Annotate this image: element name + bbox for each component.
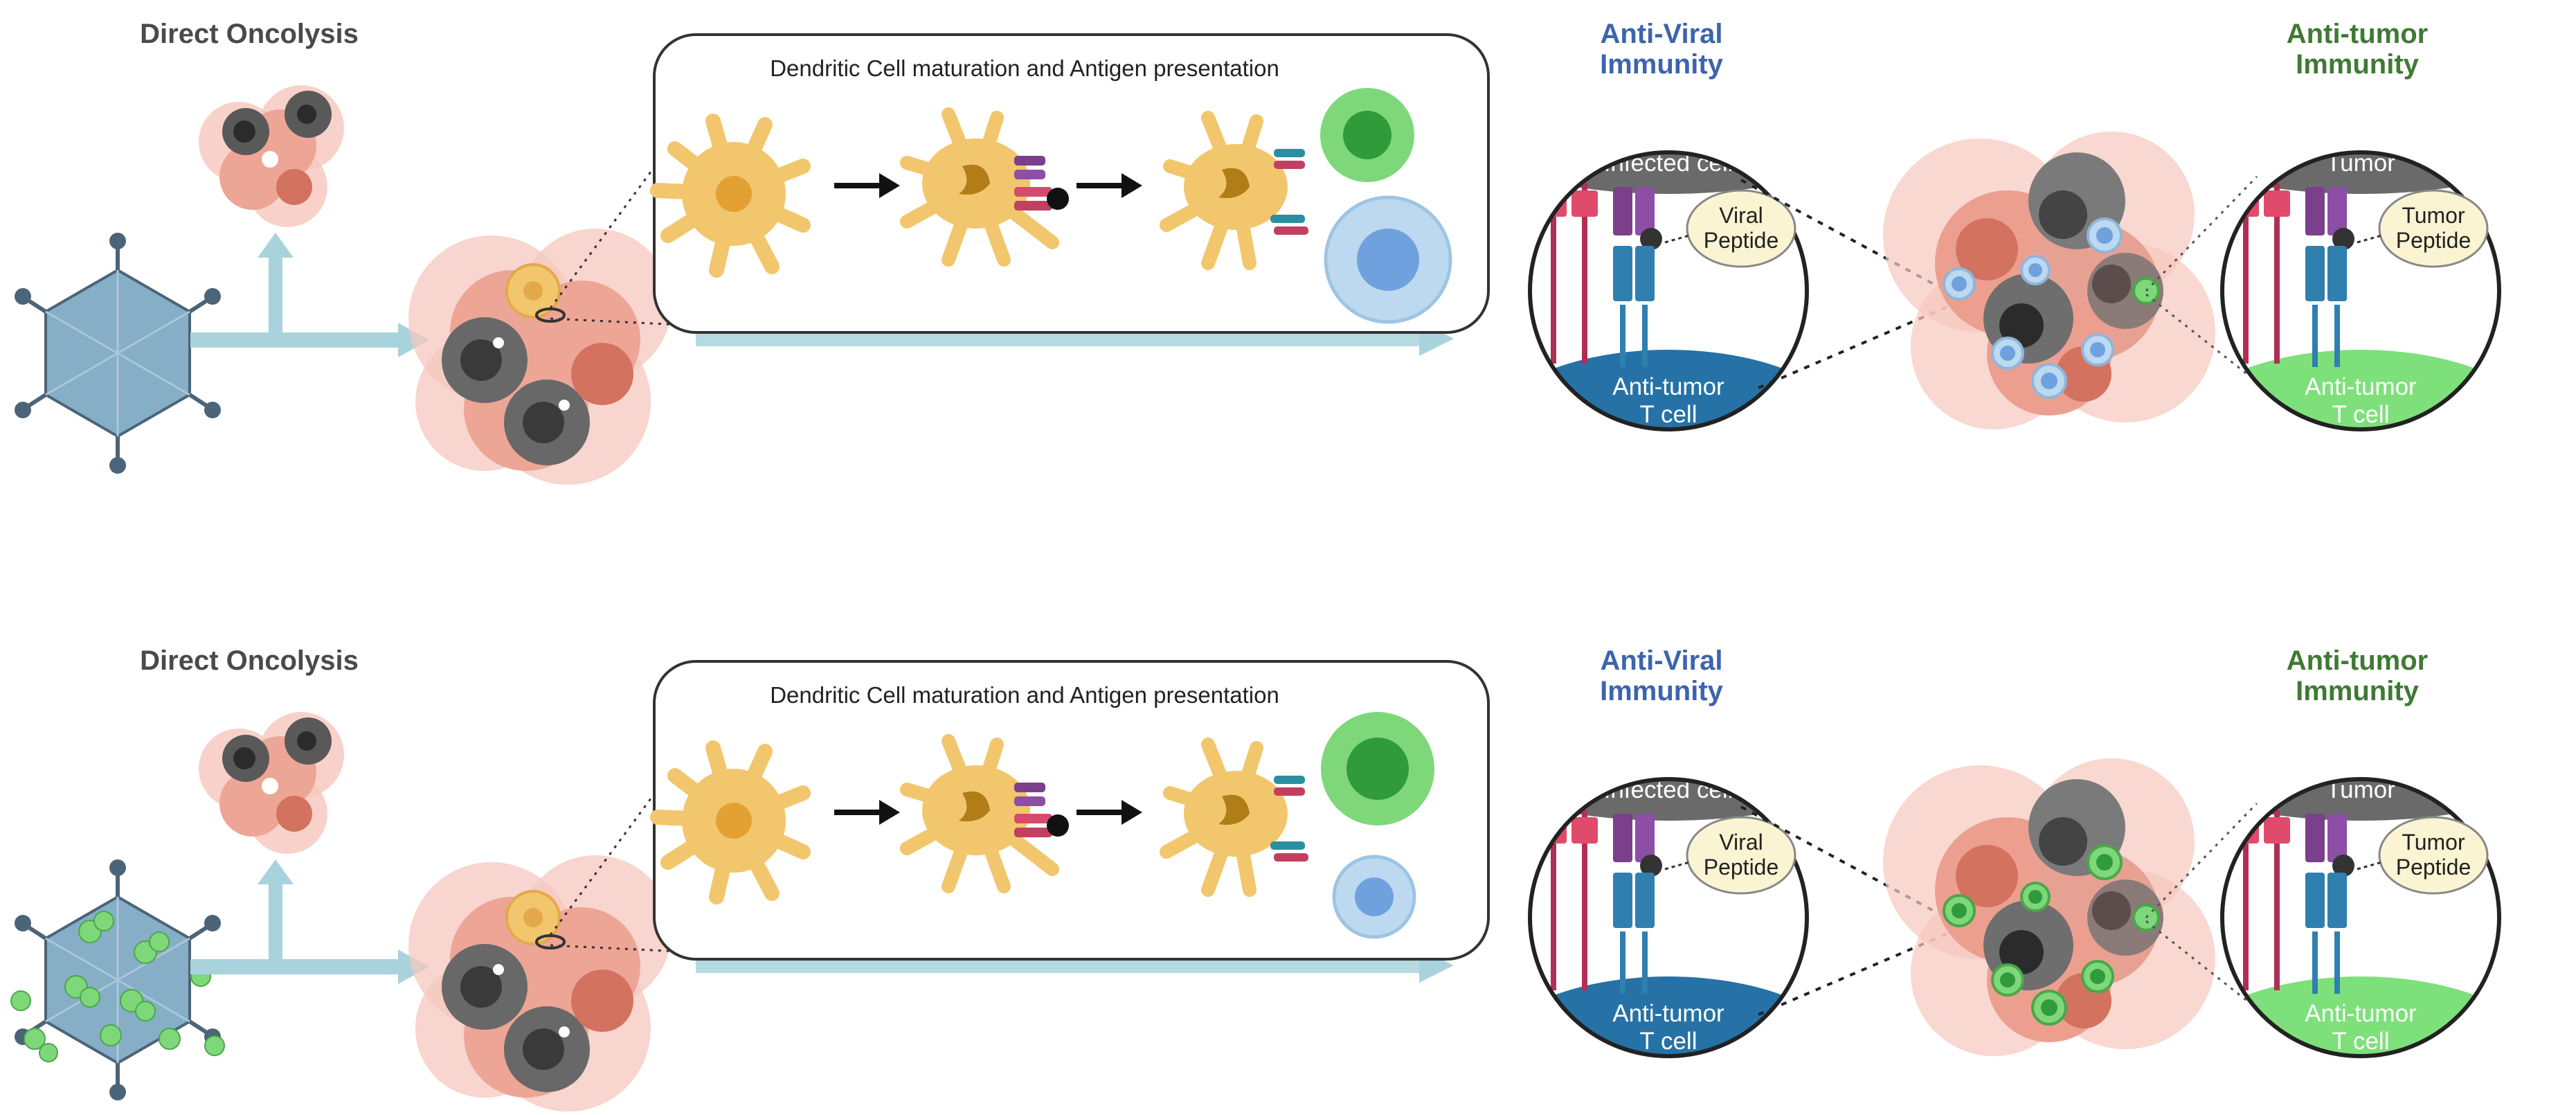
panel-2: Direct Oncolysis [10,645,2501,1112]
tumor-cell-cluster-icon [199,85,344,227]
tumor-peptide-bubble [2378,189,2489,268]
maturation-arrow [834,800,900,825]
dendritic-cell-icon [650,740,811,904]
infection-arrow [190,949,429,984]
zoom-lines [2145,802,2278,1026]
t-cell-icon [1321,712,1434,826]
virus-capsid-icon [10,859,225,1100]
tumor-cell-cluster-icon [408,855,672,1112]
t-cell-icon [1320,88,1414,182]
tumor-peptide-bubble [2378,816,2489,895]
maturation-arrow [834,173,900,198]
zoom-lines [2145,175,2278,400]
oncolysis-arrow [258,859,294,966]
t-cell-icon [1332,855,1416,939]
dc-maturation-caption: Dendritic Cell maturation and Antigen pr… [770,682,1279,708]
dc-maturation-box [653,660,1490,961]
tumor-cell-cluster-icon [408,229,672,485]
virus-capsid-icon [15,233,221,474]
oncolysis-arrow [258,233,294,339]
presentation-arrow [1077,800,1142,825]
tumor-microenvironment-icon [1883,758,2215,1056]
dendritic-cell-icon [1160,111,1308,270]
dc-maturation-caption: Dendritic Cell maturation and Antigen pr… [770,55,1279,81]
presentation-arrow [1077,173,1142,198]
tumor-cell-cluster-icon [199,712,344,854]
dc-maturation-box [653,33,1490,334]
panel-1: Direct Oncolysis [15,19,2501,485]
direct-oncolysis-label: Direct Oncolysis [140,645,359,676]
dendritic-cell-icon [900,107,1069,267]
infection-arrow [190,323,429,357]
viral-peptide-bubble [1686,189,1796,268]
tumor-microenvironment-icon [1883,132,2215,429]
direct-oncolysis-label: Direct Oncolysis [140,19,359,49]
dendritic-cell-icon [650,114,811,278]
dendritic-cell-icon [1160,738,1308,897]
dendritic-cell-icon [900,734,1069,893]
t-cell-icon [1324,195,1452,324]
viral-peptide-bubble [1686,816,1796,895]
